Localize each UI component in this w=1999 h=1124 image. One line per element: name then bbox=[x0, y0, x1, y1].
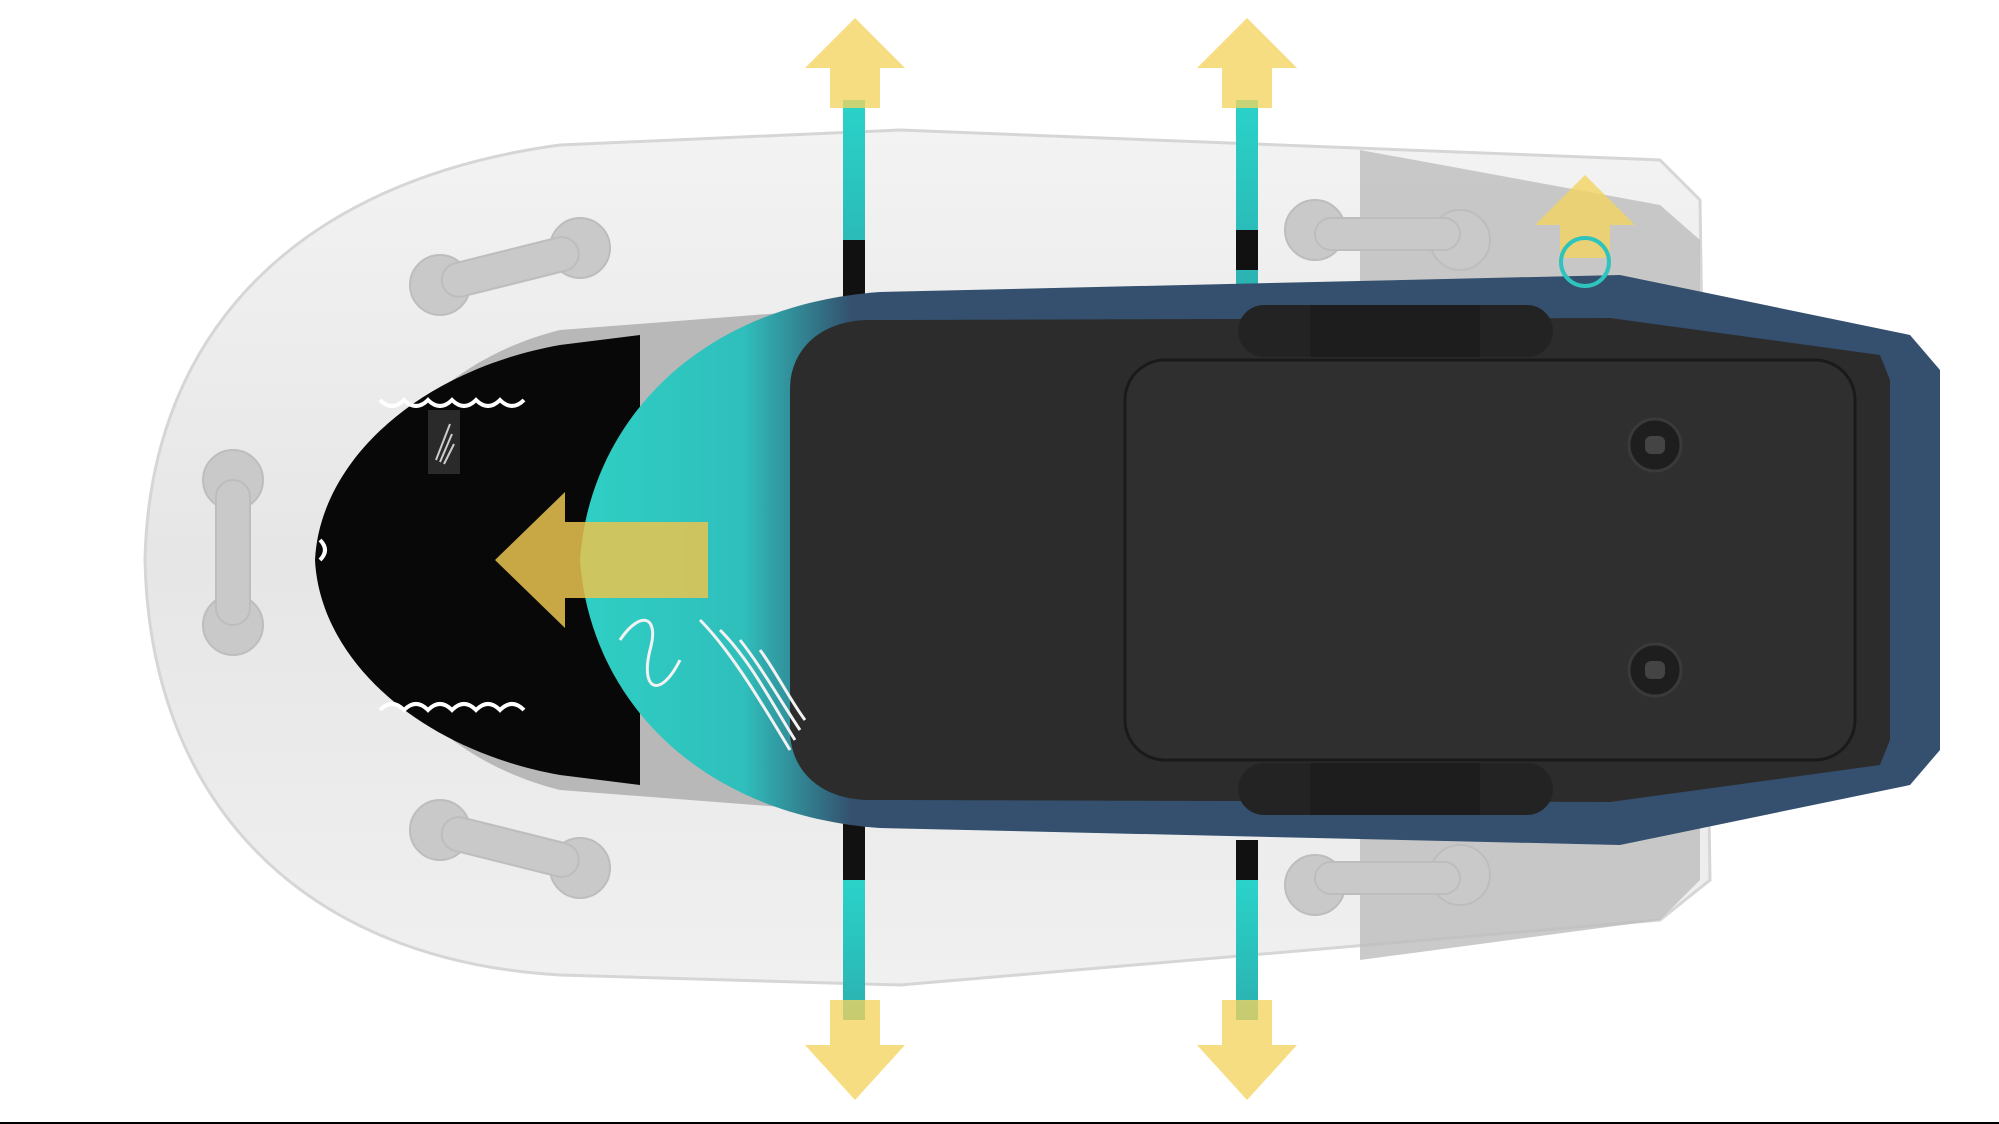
arrow-down-icon bbox=[805, 1000, 905, 1100]
arrow-up-icon bbox=[805, 18, 905, 108]
wing-logo-icon bbox=[618, 618, 807, 751]
bottom-border bbox=[0, 1122, 1999, 1124]
efoil-board bbox=[580, 275, 1940, 845]
wing-logo-icon bbox=[435, 423, 455, 465]
handle-bow bbox=[202, 449, 264, 656]
dock-lacing bbox=[318, 397, 526, 713]
foot-strap-bottom bbox=[1238, 763, 1553, 815]
handle-bottom-right bbox=[1284, 844, 1491, 916]
arrow-up-icon bbox=[1535, 175, 1635, 258]
foot-strap-top bbox=[1238, 305, 1553, 357]
arrow-left-icon bbox=[495, 492, 708, 628]
lift-point-ring bbox=[1559, 236, 1611, 288]
deck-plug-icon bbox=[1627, 417, 1683, 473]
strap-left bbox=[843, 100, 865, 1020]
handle-top-left bbox=[409, 217, 611, 316]
arrow-down-icon bbox=[1197, 1000, 1297, 1100]
arrow-up-icon bbox=[1197, 18, 1297, 108]
lift-arrows bbox=[805, 18, 1635, 1100]
battery-hatch bbox=[1123, 358, 1857, 762]
handle-top-right bbox=[1284, 199, 1491, 271]
dock-handles bbox=[202, 199, 1491, 916]
handle-bottom-left bbox=[409, 799, 611, 899]
strap-right bbox=[1236, 100, 1258, 1020]
dock-well bbox=[315, 335, 640, 785]
deck-plug-icon bbox=[1627, 642, 1683, 698]
